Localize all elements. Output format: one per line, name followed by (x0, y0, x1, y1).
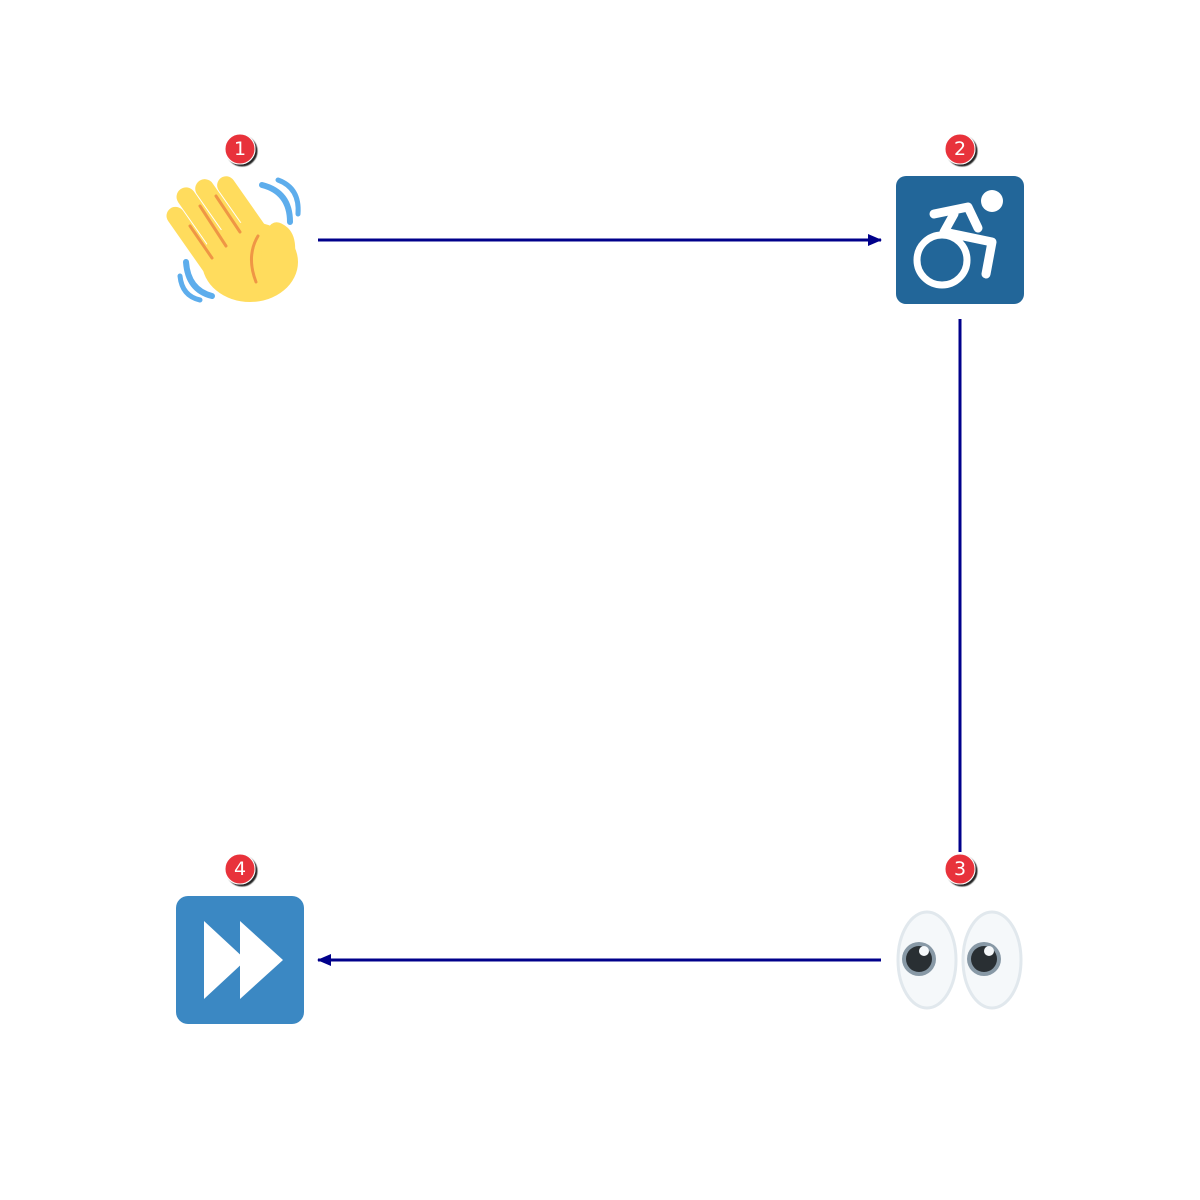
step-number-3: 3 (954, 858, 966, 880)
eyes-icon (896, 910, 1023, 1010)
step-badge-2: 2 (944, 133, 976, 165)
step-number-4: 4 (234, 858, 246, 880)
wheelchair-accessibility-icon (896, 176, 1024, 304)
step-badge-4: 4 (224, 853, 256, 885)
step-badge-1: 1 (224, 133, 256, 165)
fast-forward-icon (176, 896, 304, 1024)
step-number-2: 2 (954, 138, 966, 160)
step-number-1: 1 (234, 138, 246, 160)
waving-hand-icon (166, 176, 301, 303)
step-badge-3: 3 (944, 853, 976, 885)
